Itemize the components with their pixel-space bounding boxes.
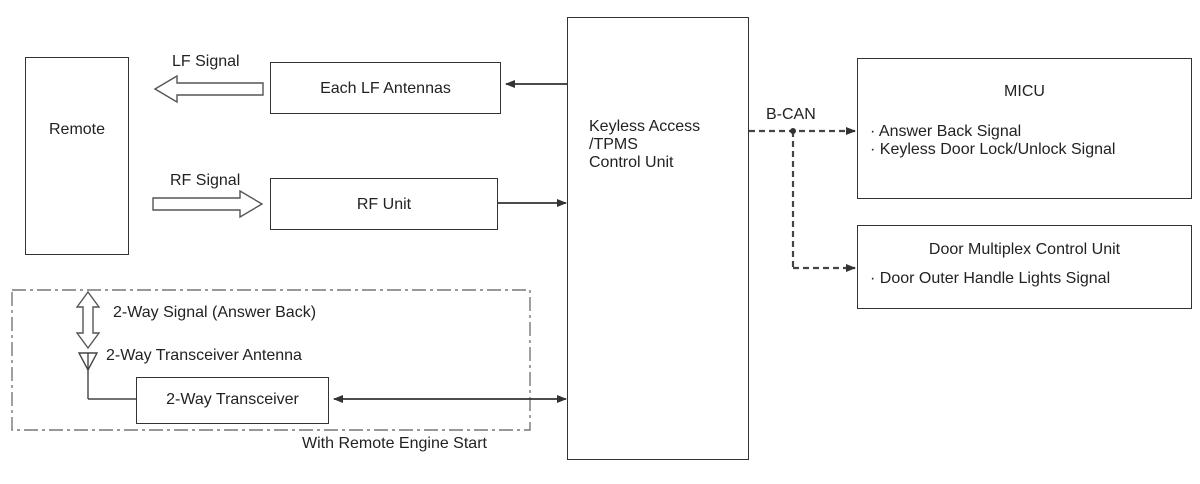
lf-signal-hollow-arrow [153,74,264,104]
two-way-signal-label: 2-Way Signal (Answer Back) [113,304,317,321]
remote-engine-start-label: With Remote Engine Start [302,435,487,452]
two-way-antenna-label: 2-Way Transceiver Antenna [106,347,302,364]
rf-signal-label: RF Signal [170,172,241,189]
rf-unit-label: RF Unit [356,196,412,213]
lf-signal-label: LF Signal [172,53,240,70]
control-unit-line-1: Keyless Access [589,118,701,135]
door-mux-title: Door Multiplex Control Unit [928,241,1121,258]
bcan-junction-dot [790,128,796,134]
rf-signal-hollow-arrow [152,189,264,219]
two-way-transceiver-label: 2-Way Transceiver [166,391,299,408]
control-unit-line-3: Control Unit [589,154,674,171]
lf-antennas-block: Each LF Antennas [270,62,501,114]
door-multiplex-block: Door Multiplex Control Unit · Door Outer… [857,225,1192,309]
micu-block: MICU · Answer Back Signal · Keyless Door… [857,58,1192,199]
micu-title: MICU [1004,83,1045,100]
remote-block: Remote [25,57,129,255]
two-way-transceiver-block: 2-Way Transceiver [136,377,329,424]
lf-antennas-label: Each LF Antennas [320,80,451,97]
micu-item: · Keyless Door Lock/Unlock Signal [870,141,1116,158]
micu-item: · Answer Back Signal [870,123,1022,140]
rf-unit-block: RF Unit [270,178,498,230]
bcan-label: B-CAN [766,106,816,123]
remote-engine-start-frame [11,289,531,431]
micu-signal-list: · Answer Back Signal · Keyless Door Lock… [870,123,1115,159]
door-mux-item: · Door Outer Handle Lights Signal [870,270,1111,287]
remote-label: Remote [48,121,106,138]
control-unit-label: Keyless Access /TPMS Control Unit [589,118,700,172]
door-mux-signal-list: · Door Outer Handle Lights Signal [870,270,1110,288]
keyless-access-control-unit: Keyless Access /TPMS Control Unit [567,17,749,460]
control-unit-line-2: /TPMS [589,136,638,153]
two-way-signal-hollow-arrow [75,290,101,350]
